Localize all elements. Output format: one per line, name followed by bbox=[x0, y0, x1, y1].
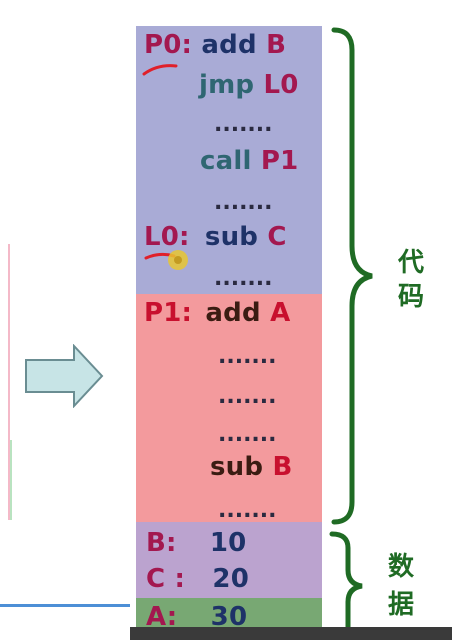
label-p1: P1: bbox=[144, 298, 193, 328]
data-line-b: B: 10 bbox=[146, 528, 246, 558]
operand-b-p1: B bbox=[272, 452, 293, 482]
video-control-strip bbox=[130, 627, 452, 640]
code-line-sub-b: sub B bbox=[210, 452, 293, 482]
label-p0: P0: bbox=[144, 30, 193, 60]
data-line-c: C : 20 bbox=[146, 564, 249, 594]
data-brace bbox=[329, 531, 363, 640]
operand-p1: P1 bbox=[260, 146, 299, 176]
code-label-char-2: 码 bbox=[398, 282, 425, 312]
video-progress-bar[interactable] bbox=[0, 604, 130, 607]
ellipsis-7: ....... bbox=[218, 498, 277, 523]
red-underline-mark bbox=[142, 64, 178, 76]
ellipsis-3: ....... bbox=[214, 266, 273, 291]
operand-a: A bbox=[270, 298, 291, 328]
operand-l0: L0 bbox=[263, 70, 299, 100]
red-highlight-mark bbox=[144, 250, 188, 270]
data-label-c: C : bbox=[146, 564, 186, 594]
op-sub: sub bbox=[204, 222, 259, 252]
code-label-char-1: 代 bbox=[398, 248, 425, 278]
op-call: call bbox=[200, 146, 252, 176]
right-arrow-icon bbox=[25, 344, 104, 408]
op-sub-p1: sub bbox=[210, 452, 264, 482]
op-add: add bbox=[201, 30, 257, 60]
ellipsis-4: ....... bbox=[218, 344, 277, 369]
ellipsis-1: ....... bbox=[214, 112, 273, 137]
data-value-c: 20 bbox=[212, 564, 249, 594]
left-frame-edge bbox=[0, 244, 10, 520]
data-panel bbox=[136, 522, 322, 598]
code-line-p1: P1: add A bbox=[144, 298, 290, 328]
data-label-char-2: 据 bbox=[388, 590, 415, 620]
p1-procedure-code-panel bbox=[136, 294, 322, 522]
operand-c: C bbox=[267, 222, 287, 252]
code-line-jmp: jmp L0 bbox=[199, 70, 299, 100]
ellipsis-6: ....... bbox=[218, 422, 277, 447]
code-line-call: call P1 bbox=[200, 146, 298, 176]
ellipsis-2: ....... bbox=[214, 190, 273, 215]
code-line-p0: P0: add B bbox=[144, 30, 286, 60]
op-jmp: jmp bbox=[199, 70, 255, 100]
main-procedure-code-panel bbox=[136, 26, 322, 294]
code-line-l0: L0: sub C bbox=[144, 222, 287, 252]
operand-b: B bbox=[266, 30, 287, 60]
data-label-b: B: bbox=[146, 528, 177, 558]
left-frame-edge-lower bbox=[0, 440, 12, 520]
ellipsis-5: ....... bbox=[218, 384, 277, 409]
label-l0: L0: bbox=[144, 222, 190, 252]
data-label-char-1: 数 bbox=[388, 552, 415, 582]
op-add-p1: add bbox=[205, 298, 261, 328]
data-value-b: 10 bbox=[209, 528, 247, 558]
code-brace bbox=[331, 27, 373, 525]
